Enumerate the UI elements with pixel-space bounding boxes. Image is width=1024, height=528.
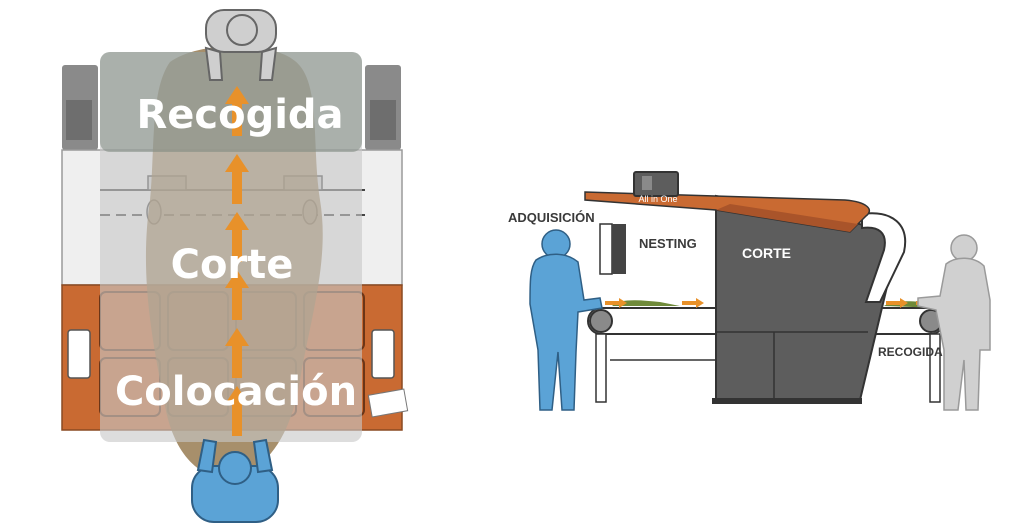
stage-label-recogida: Recogida (136, 92, 343, 138)
brand-label: All in One (638, 194, 677, 204)
flow-arrows (225, 86, 249, 436)
operator-collection-icon (917, 234, 991, 411)
side-view: All in One ADQUISICIÓN NESTING CORTE REC… (508, 171, 991, 411)
operator-collector-icon (204, 9, 278, 81)
stage-label-colocacion: Colocación (115, 369, 357, 415)
operator-acquisition-icon (529, 229, 603, 411)
operator-loader-icon (191, 438, 279, 523)
label-corte: CORTE (742, 245, 791, 261)
stage-label-corte: Corte (171, 242, 294, 288)
top-view: Recogida Corte Colocación (61, 9, 409, 523)
label-adquisicion: ADQUISICIÓN (508, 210, 595, 225)
label-nesting: NESTING (639, 236, 697, 251)
label-recogida: RECOGIDA (878, 345, 943, 359)
